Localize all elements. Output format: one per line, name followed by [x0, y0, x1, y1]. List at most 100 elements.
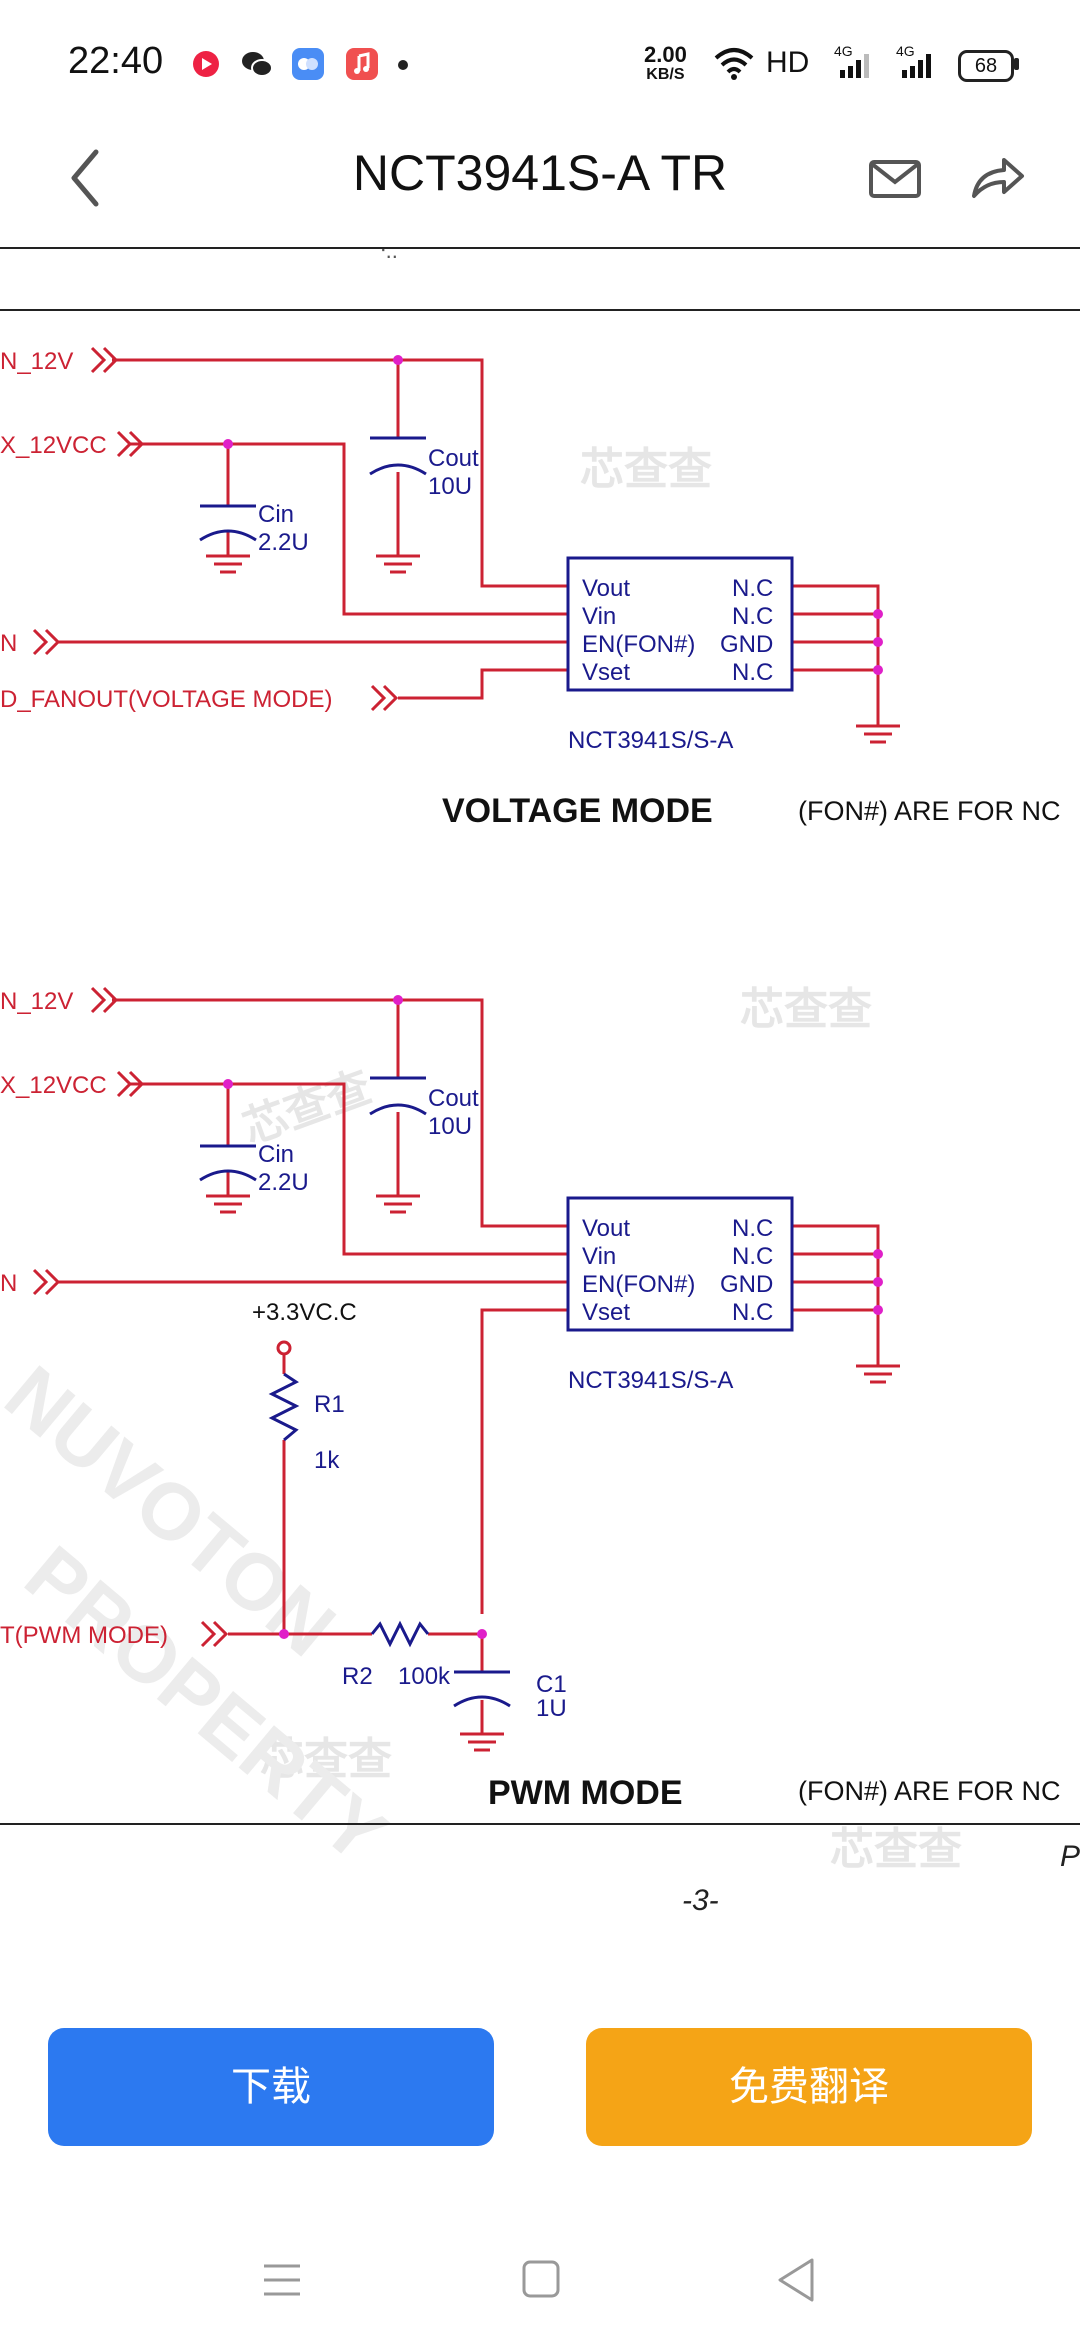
mode-title: PWM MODE	[488, 1774, 683, 1812]
schematic-page: 芯查查 芯查查 芯查查 芯查查 芯查查 NUVOTON PROPERTY ᐧ..	[0, 244, 1080, 1917]
back-button[interactable]	[60, 142, 120, 214]
ic-body	[566, 556, 794, 692]
pwm-grounds	[206, 1194, 900, 1752]
chevron-left-icon	[71, 149, 99, 207]
page-letter: P	[1060, 1840, 1080, 1873]
pin-label: N.C	[732, 575, 773, 602]
watermark-text: 芯查查	[260, 1735, 392, 1784]
back-nav-button[interactable]	[766, 2250, 826, 2310]
net-label: T(PWM MODE)	[0, 1622, 168, 1649]
mode-note: (FON#) ARE FOR NC	[798, 796, 1061, 826]
cap-label: Cout	[428, 1085, 479, 1112]
pin-label: GND	[720, 1271, 773, 1298]
pwm-wires	[58, 998, 880, 1734]
net-label: X_12VCC	[0, 1072, 107, 1099]
app-header: NCT3941S-A TR	[0, 120, 1080, 240]
mail-icon	[869, 160, 921, 198]
pin-label: EN(FON#)	[582, 1271, 695, 1298]
document-viewer[interactable]: 芯查查 芯查查 芯查查 芯查查 芯查查 NUVOTON PROPERTY ᐧ..	[0, 244, 1080, 1994]
watermark-text: 芯查查	[830, 1825, 962, 1874]
cap-value: 2.2U	[258, 1169, 309, 1196]
partial-text: ᐧ..	[380, 244, 398, 263]
cap-label: C1	[536, 1671, 567, 1698]
pwm-capacitors	[199, 1076, 511, 1708]
translate-button[interactable]: 免费翻译	[586, 2028, 1032, 2146]
wifi-icon	[712, 46, 756, 89]
cap-value: 10U	[428, 473, 472, 500]
net-speed-unit: KB/S	[646, 66, 685, 83]
pin-label: N.C	[732, 1299, 773, 1326]
net-label: N_12V	[0, 988, 73, 1015]
menu-button[interactable]	[252, 2250, 312, 2310]
cap-label: Cout	[428, 445, 479, 472]
part-number: NCT3941S/S-A	[568, 727, 733, 754]
net-speed: 2.00 KB/S	[644, 44, 687, 84]
cap-value: 10U	[428, 1113, 472, 1140]
supply-terminal	[276, 1340, 292, 1356]
pin-label: Vset	[582, 659, 630, 686]
pin-label: Vset	[582, 1299, 630, 1326]
watermark-text: 芯查查	[237, 1062, 378, 1153]
pin-label: Vout	[582, 575, 630, 602]
net-speed-value: 2.00	[644, 42, 687, 67]
mail-button[interactable]	[868, 146, 924, 210]
cap-value: 1U	[536, 1695, 567, 1722]
status-bar: 22:40 2.00 KB/S HD 4G 4G 68	[0, 0, 1080, 120]
battery-icon: 68	[958, 50, 1014, 82]
resistor-label: R1	[314, 1391, 345, 1418]
pin-label: EN(FON#)	[582, 631, 695, 658]
voltage-grounds	[206, 554, 900, 744]
pin-label: GND	[720, 631, 773, 658]
music-app-icon	[346, 48, 378, 80]
voltage-capacitors	[199, 436, 427, 542]
resistor-value: 1k	[314, 1447, 340, 1474]
svg-text:4G: 4G	[896, 44, 915, 59]
net-label: X_12VCC	[0, 432, 107, 459]
resistor-label: R2	[342, 1663, 373, 1690]
home-square-icon	[522, 2260, 560, 2298]
mode-title: VOLTAGE MODE	[442, 792, 713, 830]
wechat-icon	[240, 48, 273, 80]
back-triangle-icon	[778, 2258, 814, 2302]
cap-value: 2.2U	[258, 529, 309, 556]
battery-tip	[1014, 58, 1019, 70]
pin-label: N.C	[732, 1243, 773, 1270]
pin-label: N.C	[732, 659, 773, 686]
pin-label: Vout	[582, 1215, 630, 1242]
share-button[interactable]	[968, 146, 1028, 210]
download-button[interactable]: 下载	[48, 2028, 494, 2146]
watermark-text: 芯查查	[740, 985, 872, 1034]
home-button[interactable]	[510, 2250, 570, 2310]
chat-app-icon	[292, 48, 324, 80]
pin-label: N.C	[732, 603, 773, 630]
ic-body	[566, 1196, 794, 1332]
net-label: N	[0, 630, 17, 657]
video-app-icon	[190, 48, 222, 80]
pin-label: N.C	[732, 1215, 773, 1242]
pin-label: Vin	[582, 1243, 616, 1270]
mode-note: (FON#) ARE FOR NC	[798, 1776, 1061, 1806]
system-nav-bar	[0, 2210, 1080, 2340]
more-notifications-dot	[398, 60, 408, 70]
watermark-text: 芯查查	[580, 445, 712, 494]
resistor-value: 100k	[398, 1663, 451, 1690]
net-label: D_FANOUT(VOLTAGE MODE)	[0, 686, 332, 713]
svg-text:4G: 4G	[834, 44, 853, 59]
pwm-nodes	[223, 995, 883, 1639]
cap-label: Cin	[258, 501, 294, 528]
voltage-net-arrows	[32, 346, 399, 712]
supply-label: +3.3VC.C	[252, 1299, 357, 1326]
menu-icon	[264, 2264, 300, 2296]
cap-label: Cin	[258, 1141, 294, 1168]
signal-icon-2: 4G	[896, 43, 946, 89]
voltage-wires	[58, 358, 880, 726]
net-label: N	[0, 1270, 17, 1297]
net-label: N_12V	[0, 348, 73, 375]
part-number: NCT3941S/S-A	[568, 1367, 733, 1394]
pin-label: Vin	[582, 603, 616, 630]
signal-icon: 4G	[834, 43, 884, 89]
page-number: -3-	[682, 1884, 719, 1917]
page-title: NCT3941S-A TR	[352, 145, 728, 201]
share-icon	[972, 158, 1024, 198]
voltage-nodes	[223, 355, 883, 675]
